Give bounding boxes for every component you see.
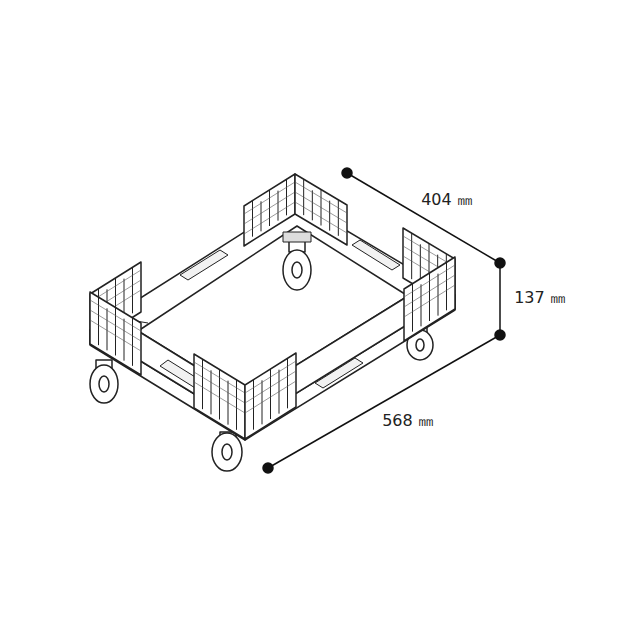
guard-grid [404, 275, 455, 307]
guard-rib [329, 201, 330, 231]
guard-grid [244, 202, 295, 234]
guard-rib [312, 190, 313, 220]
corner-guards [90, 174, 455, 439]
guard-rib [98, 297, 99, 345]
guard-rib [124, 319, 125, 361]
dimension-lines [263, 168, 505, 473]
guard-grid [194, 372, 245, 403]
wheel-hub [416, 339, 424, 351]
wheel [283, 250, 311, 290]
dimension-dot [495, 258, 505, 268]
dimension-dot [342, 168, 352, 178]
guard-grid [90, 320, 141, 351]
guard-wall [295, 174, 347, 245]
guard-grid [90, 300, 141, 331]
dimension-line [499, 263, 501, 335]
guard-wall [194, 354, 245, 439]
wheel-hub [292, 262, 302, 278]
corner-guard [245, 353, 296, 439]
guard-rib [429, 273, 430, 321]
guard-grid [194, 362, 245, 393]
dimension-label: 568 ㎜ [380, 411, 436, 430]
guard-rib [411, 233, 412, 279]
guard-rib [107, 308, 108, 350]
guard-rib [278, 191, 279, 221]
corner-guard [244, 174, 295, 246]
guard-rib [115, 308, 116, 356]
guard-grid [194, 382, 245, 413]
dimension-label: 137 ㎜ [512, 288, 568, 307]
guard-grid [244, 182, 295, 214]
guard-grid [245, 361, 296, 393]
guard-rib [132, 267, 133, 313]
guard-grid [404, 265, 455, 297]
dimension-label: 404 ㎜ [419, 190, 475, 209]
guard-grid [245, 381, 296, 413]
corner-guard [404, 257, 455, 341]
guard-wall [90, 292, 141, 375]
frame [90, 200, 455, 440]
guard-rib [421, 284, 422, 326]
guard-grid [295, 182, 347, 213]
dimension-line [347, 173, 500, 263]
corner-guard [295, 174, 347, 245]
wheel-hub [99, 376, 109, 392]
guard-wall [244, 174, 295, 246]
wheel [212, 433, 242, 471]
guard-rib [412, 284, 413, 332]
guard-grid [90, 310, 141, 341]
corner-guard [194, 354, 245, 439]
guard-wall [245, 353, 296, 439]
guard-rib [446, 262, 447, 310]
guard-rib [132, 318, 133, 366]
dimension-line [268, 335, 500, 468]
corner-guard [90, 292, 141, 375]
dimension-dot [263, 463, 273, 473]
guard-wall [404, 257, 455, 341]
guard-grid [244, 192, 295, 224]
wheel [90, 365, 118, 403]
guard-rib [261, 201, 262, 231]
guard-grid [295, 192, 347, 223]
wheel-hub [222, 444, 232, 460]
guard-grid [295, 202, 347, 233]
guard-rib [438, 274, 439, 316]
guard-grid [245, 371, 296, 403]
dimension-dot [495, 330, 505, 340]
guard-grid [404, 285, 455, 317]
